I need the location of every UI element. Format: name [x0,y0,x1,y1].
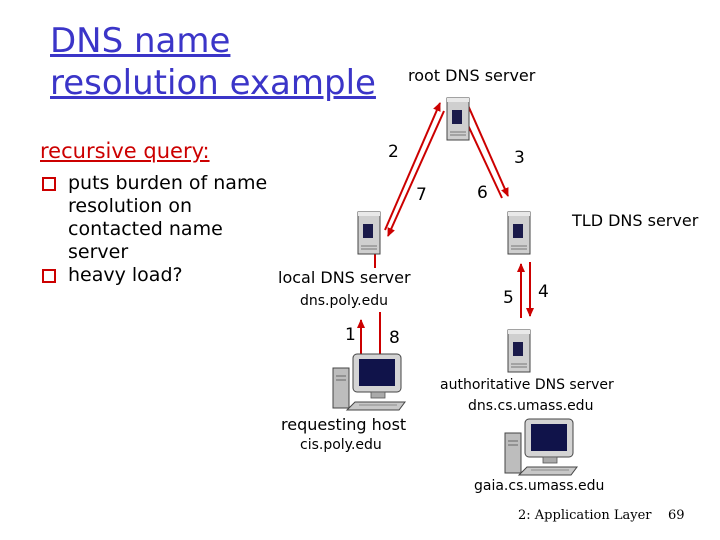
authoritative-server-icon [507,329,531,373]
tld-server-icon [507,211,531,255]
bullet-box-icon [42,269,56,283]
step-8-label: 8 [389,328,400,348]
local-server-host: dns.poly.edu [300,293,388,309]
bullet-item: heavy load? [42,264,282,287]
step-3-label: 3 [514,148,525,168]
footer-chapter: 2: Application Layer [518,508,652,523]
step-6-label: 6 [477,183,488,203]
requesting-host-workstation-icon [332,353,406,411]
recursive-query-heading: recursive query: [40,139,210,163]
arrow-3 [466,102,509,197]
requesting-host-name: cis.poly.edu [300,437,382,453]
arrow-7 [387,110,445,237]
step-1-label: 1 [345,325,356,345]
authoritative-server-host: dns.cs.umass.edu [468,398,594,414]
bullet-text: puts burden of name resolution on contac… [68,172,268,263]
bullet-box-icon [42,177,56,191]
bullet-list: puts burden of name resolution on contac… [42,172,282,287]
target-host-name: gaia.cs.umass.edu [474,478,605,494]
step-2-label: 2 [388,142,399,162]
target-host-workstation-icon [504,418,578,476]
bullet-item: puts burden of name resolution on contac… [42,172,282,264]
requesting-host-label: requesting host [281,415,407,434]
arrow-2 [384,102,441,231]
local-server-icon [357,211,381,255]
step-7-label: 7 [416,185,427,205]
step-5-label: 5 [503,288,514,308]
tld-server-label: TLD DNS server [572,211,699,230]
title-line-2: resolution example [50,63,376,103]
local-server-label: local DNS server [278,268,411,287]
root-server-label: root DNS server [408,66,536,85]
bullet-text: heavy load? [68,264,183,286]
slide-title: DNS name resolution example [50,20,376,104]
step-4-label: 4 [538,282,549,302]
footer-page-number: 69 [668,508,685,523]
root-server-icon [446,97,470,141]
title-line-1: DNS name [50,21,231,61]
authoritative-server-label: authoritative DNS server [440,377,614,393]
